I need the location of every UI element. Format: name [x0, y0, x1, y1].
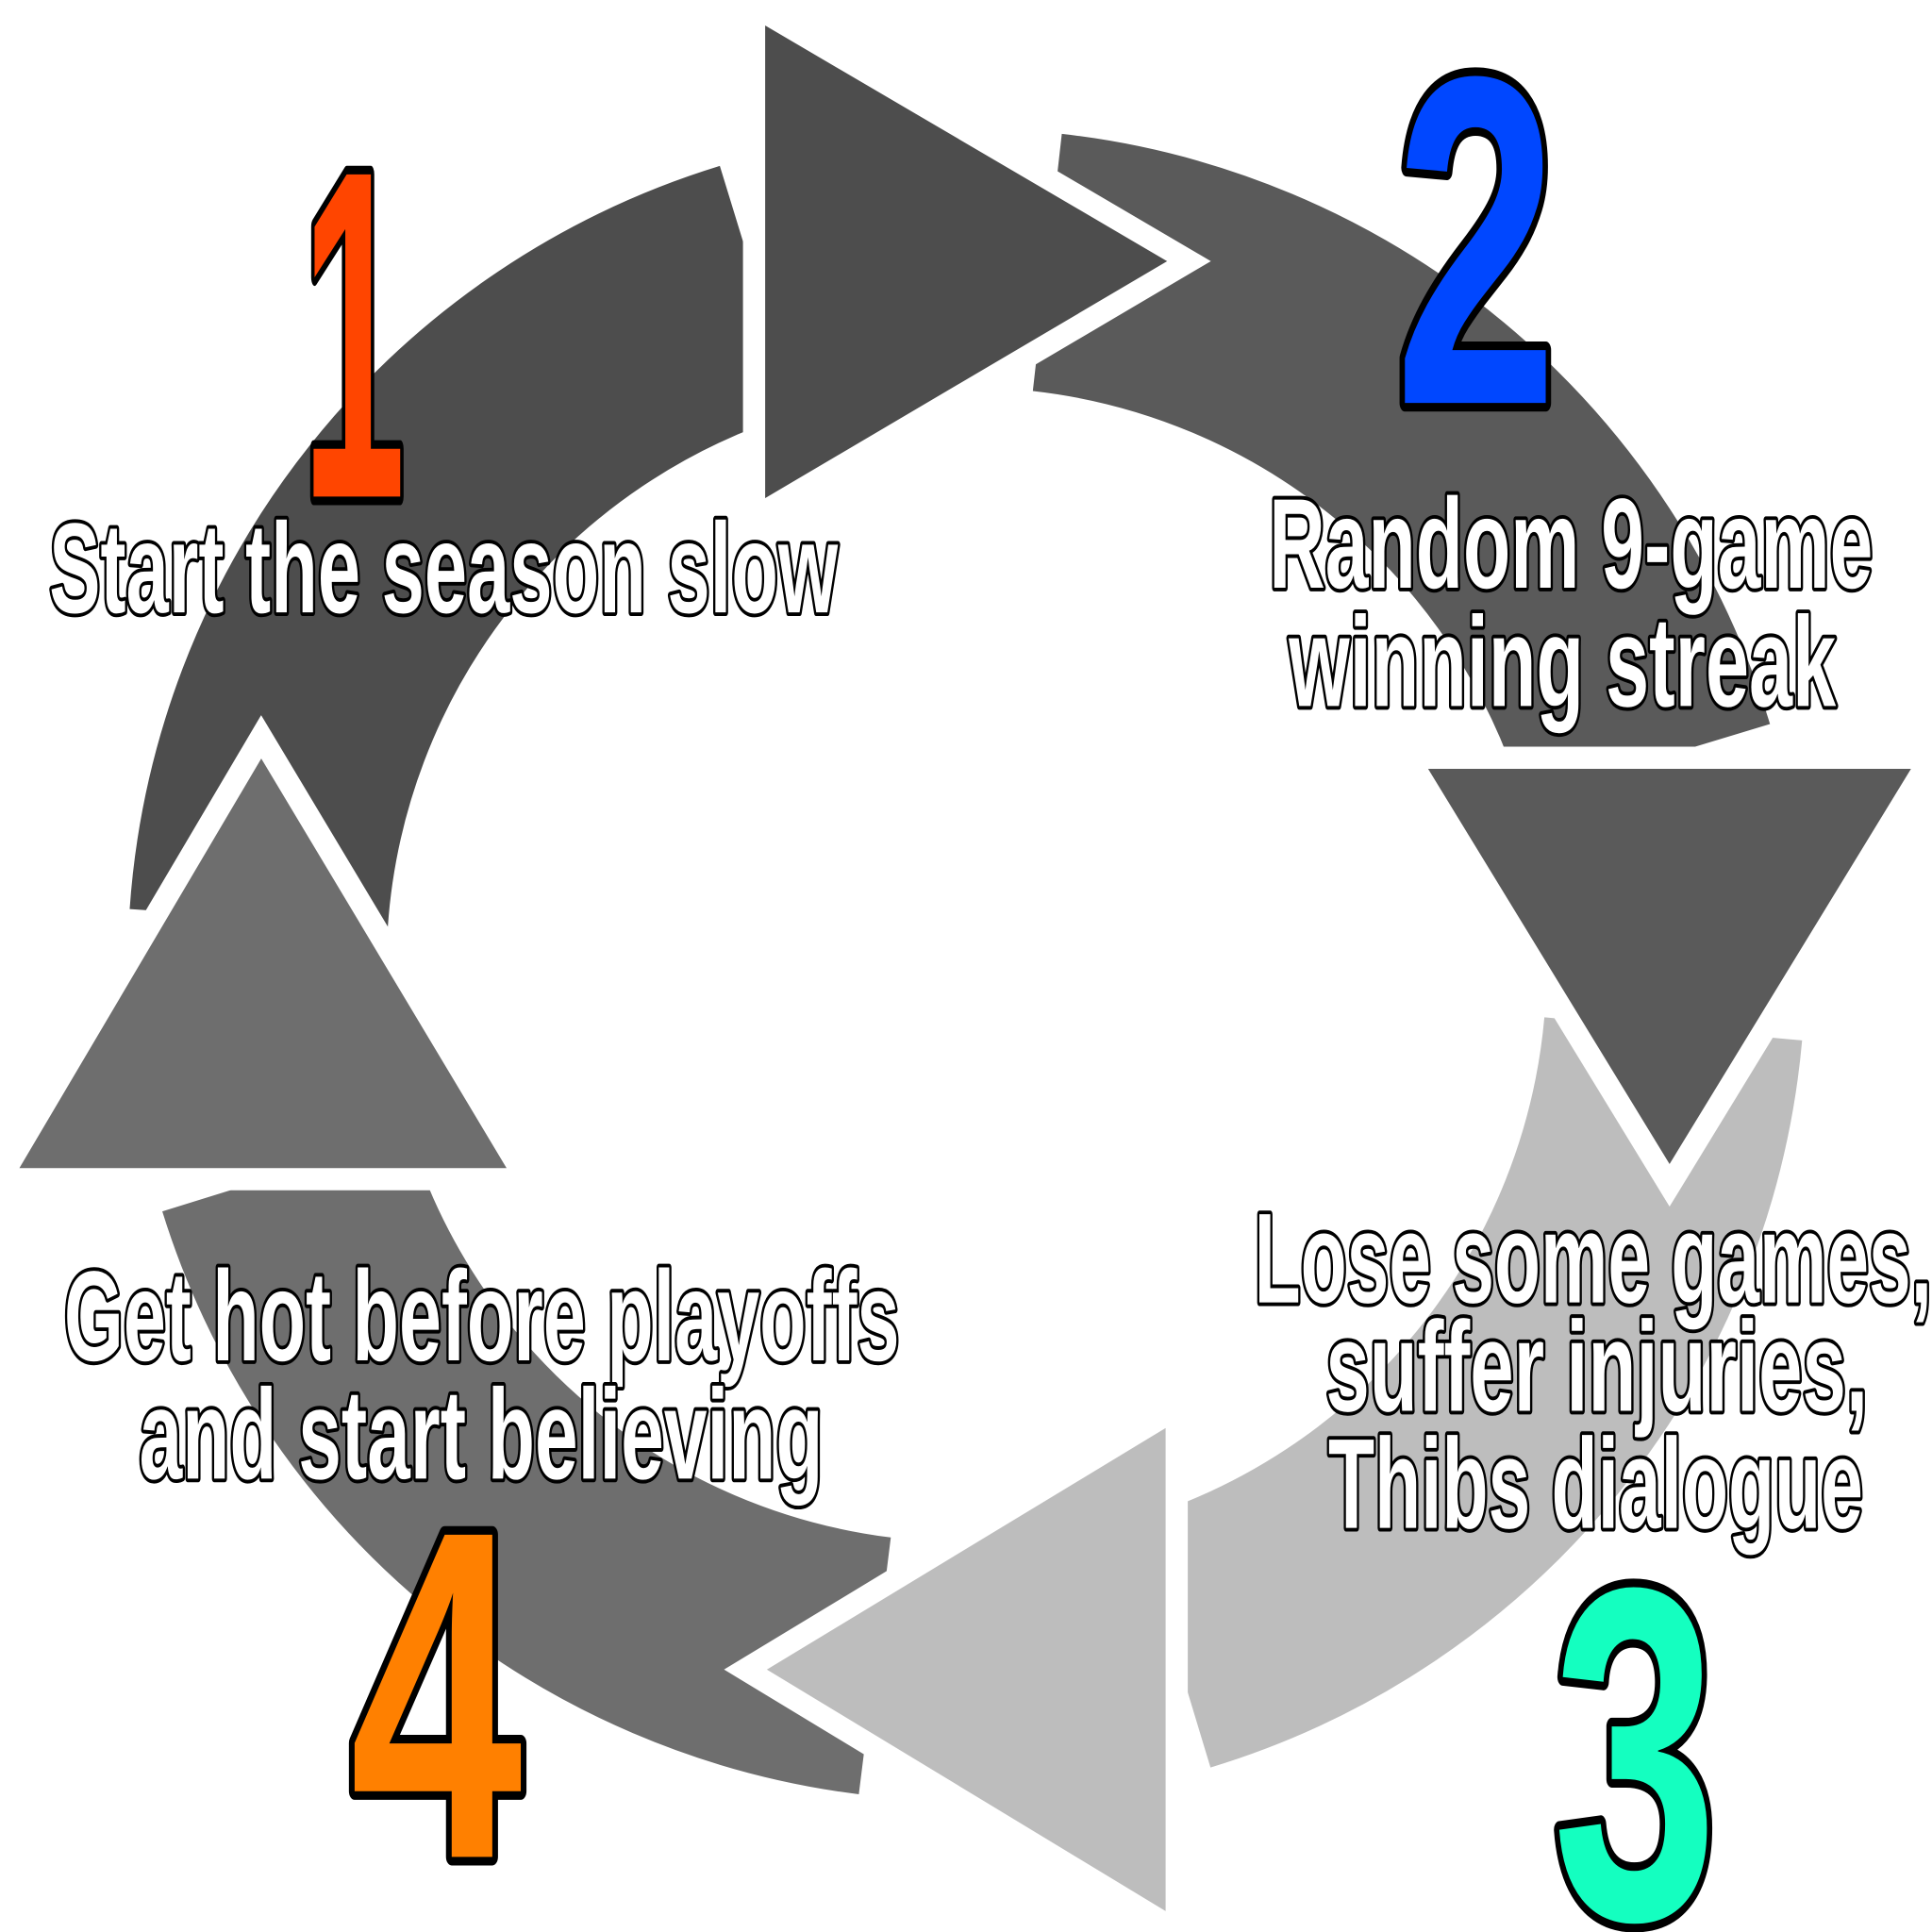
- step-4-number: 4: [350, 1434, 525, 1932]
- step-3-number: 3: [1553, 1490, 1718, 1932]
- step-3-label-line-1: Lose some games,: [1255, 1187, 1932, 1330]
- step-3-label-line-3: Thibs dialogue: [1328, 1412, 1863, 1556]
- cycle-arrow-2-body: [1031, 133, 1771, 801]
- step-1-label: Start the season slow: [49, 496, 838, 640]
- cycle-arrow-1-head: [742, 0, 1211, 538]
- step-2-label-line-2: winning streak: [1289, 590, 1837, 733]
- cycle-arrow-4-body: [162, 1133, 892, 1794]
- step-2-number: 2: [1395, 0, 1557, 503]
- step-3-label-line-2: suffer injuries,: [1325, 1295, 1868, 1439]
- step-2-label-line-1: Random 9-game: [1269, 472, 1873, 615]
- step-1-number: 1: [302, 74, 406, 596]
- cycle-arrow-4-head: [0, 715, 546, 1191]
- step-4-label-line-1: Get hot before playoffs: [64, 1244, 900, 1388]
- cycle-arrow-2-head: [1388, 746, 1932, 1208]
- step-4-label-line-2: and start believing: [140, 1362, 824, 1506]
- cycle-arrow-3-head: [724, 1389, 1189, 1932]
